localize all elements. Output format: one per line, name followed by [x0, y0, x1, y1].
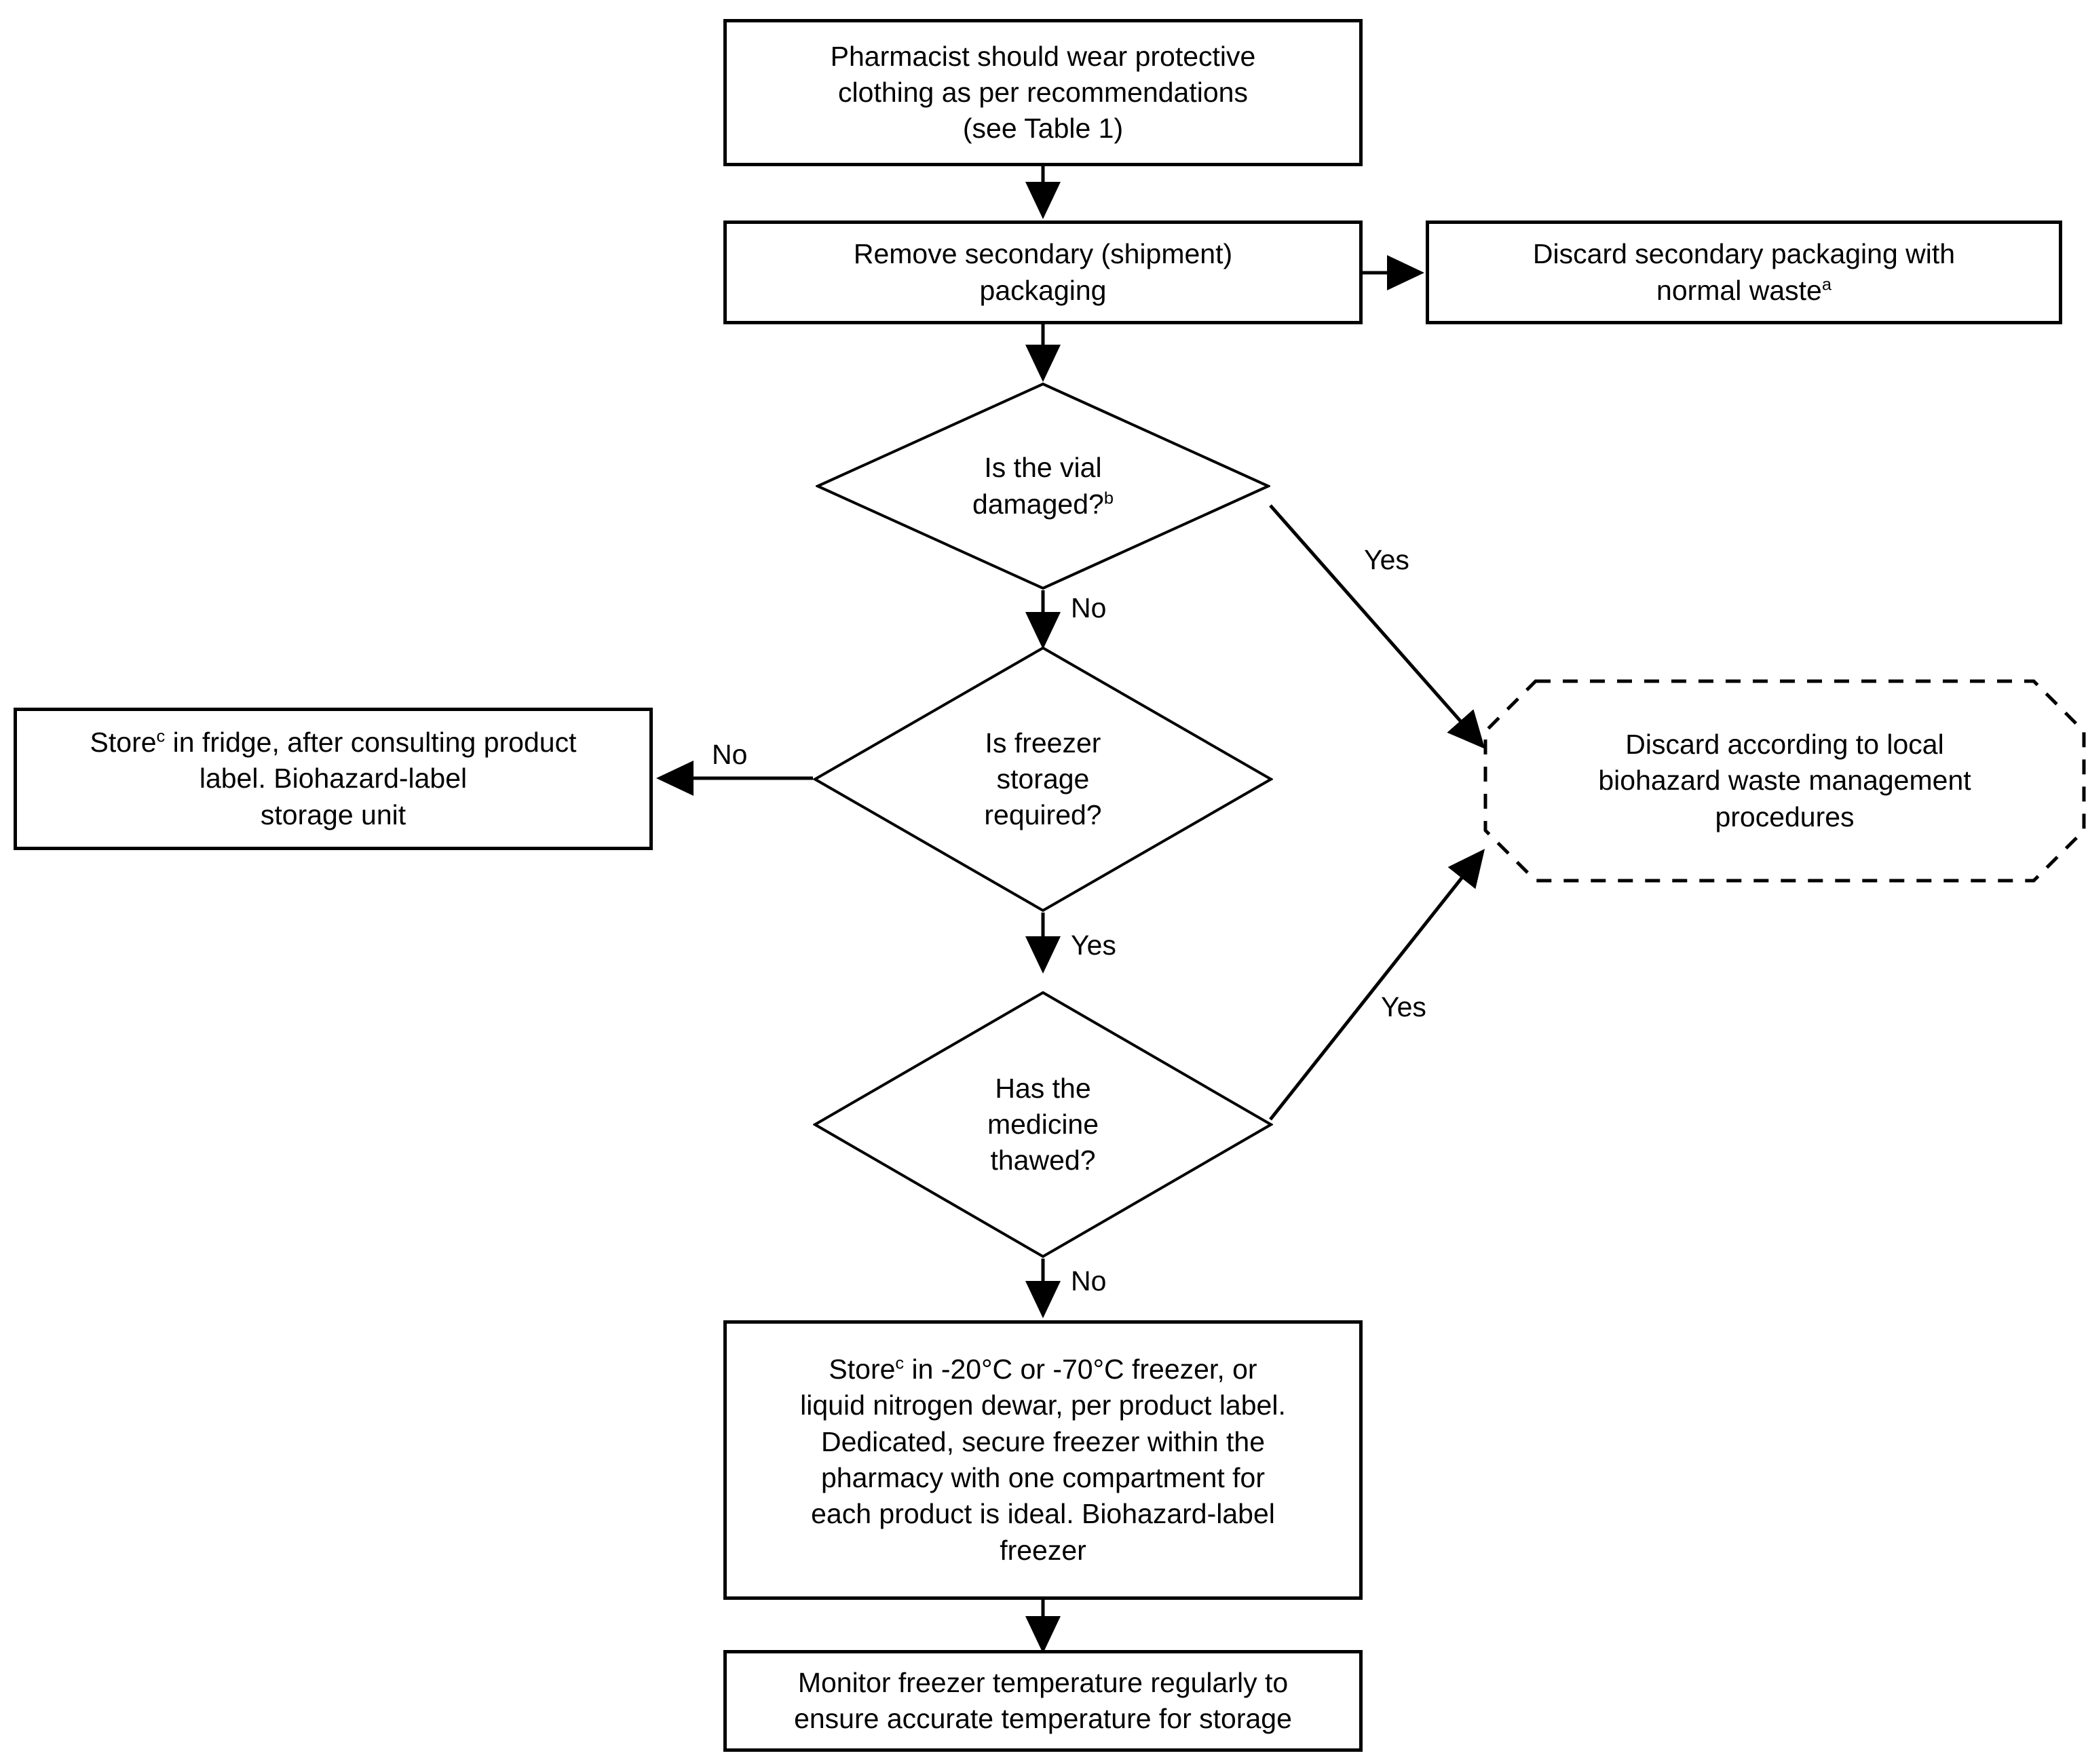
node-protective-clothing: Pharmacist should wear protective clothi… — [723, 19, 1363, 166]
node-medicine-thawed-label: Has the medicine thawed? — [987, 1072, 1099, 1176]
octagon-outline-discard-biohazard — [1483, 679, 2086, 883]
node-protective-clothing-label: Pharmacist should wear protective clothi… — [830, 40, 1256, 145]
node-freezer-required: Is freezer storage required? — [813, 646, 1273, 913]
edge-vial-damaged-yes — [1269, 504, 1485, 749]
footnote-marker-c-freezer: c — [895, 1354, 905, 1373]
node-discard-normal-waste: Discard secondary packaging with normal … — [1426, 220, 2062, 324]
diamond-outline-vial-damaged — [816, 382, 1270, 590]
node-store-freezer-label: Storec in -20°C or -70°C freezer, or liq… — [800, 1354, 1286, 1566]
diamond-outline-freezer-required — [813, 646, 1273, 913]
node-vial-damaged-label: Is the vial damaged?b — [972, 452, 1114, 520]
edge-label-medicine-thawed-yes: Yes — [1381, 991, 1426, 1022]
edge-label-vial-damaged-yes: Yes — [1364, 544, 1409, 575]
node-store-fridge: Storec in fridge, after consulting produ… — [14, 708, 653, 850]
node-monitor-temperature: Monitor freezer temperature regularly to… — [723, 1650, 1363, 1752]
node-monitor-temperature-label: Monitor freezer temperature regularly to… — [794, 1666, 1292, 1734]
node-discard-biohazard-label: Discard according to local biohazard was… — [1598, 729, 1971, 832]
node-freezer-required-label: Is freezer storage required? — [984, 727, 1102, 831]
node-discard-biohazard: Discard according to local biohazard was… — [1483, 678, 2087, 883]
node-remove-packaging-label: Remove secondary (shipment) packaging — [853, 238, 1233, 306]
node-store-fridge-label: Storec in fridge, after consulting produ… — [90, 727, 577, 830]
edge-label-vial-damaged-no: No — [1071, 592, 1107, 624]
footnote-marker-b: b — [1103, 488, 1114, 507]
edge-label-freezer-required-yes: Yes — [1071, 929, 1116, 961]
node-remove-packaging: Remove secondary (shipment) packaging — [723, 220, 1363, 324]
node-discard-normal-waste-label: Discard secondary packaging with normal … — [1532, 238, 1956, 306]
node-store-freezer: Storec in -20°C or -70°C freezer, or liq… — [723, 1320, 1363, 1600]
footnote-marker-a: a — [1821, 274, 1831, 294]
footnote-marker-c-fridge: c — [156, 727, 166, 746]
node-medicine-thawed: Has the medicine thawed? — [813, 991, 1273, 1259]
edge-medicine-thawed-yes — [1269, 849, 1485, 1121]
node-vial-damaged: Is the vial damaged?b — [816, 382, 1270, 590]
diamond-outline-medicine-thawed — [813, 991, 1273, 1259]
edge-label-medicine-thawed-no: No — [1071, 1265, 1107, 1297]
edge-label-freezer-required-no: No — [712, 739, 748, 770]
